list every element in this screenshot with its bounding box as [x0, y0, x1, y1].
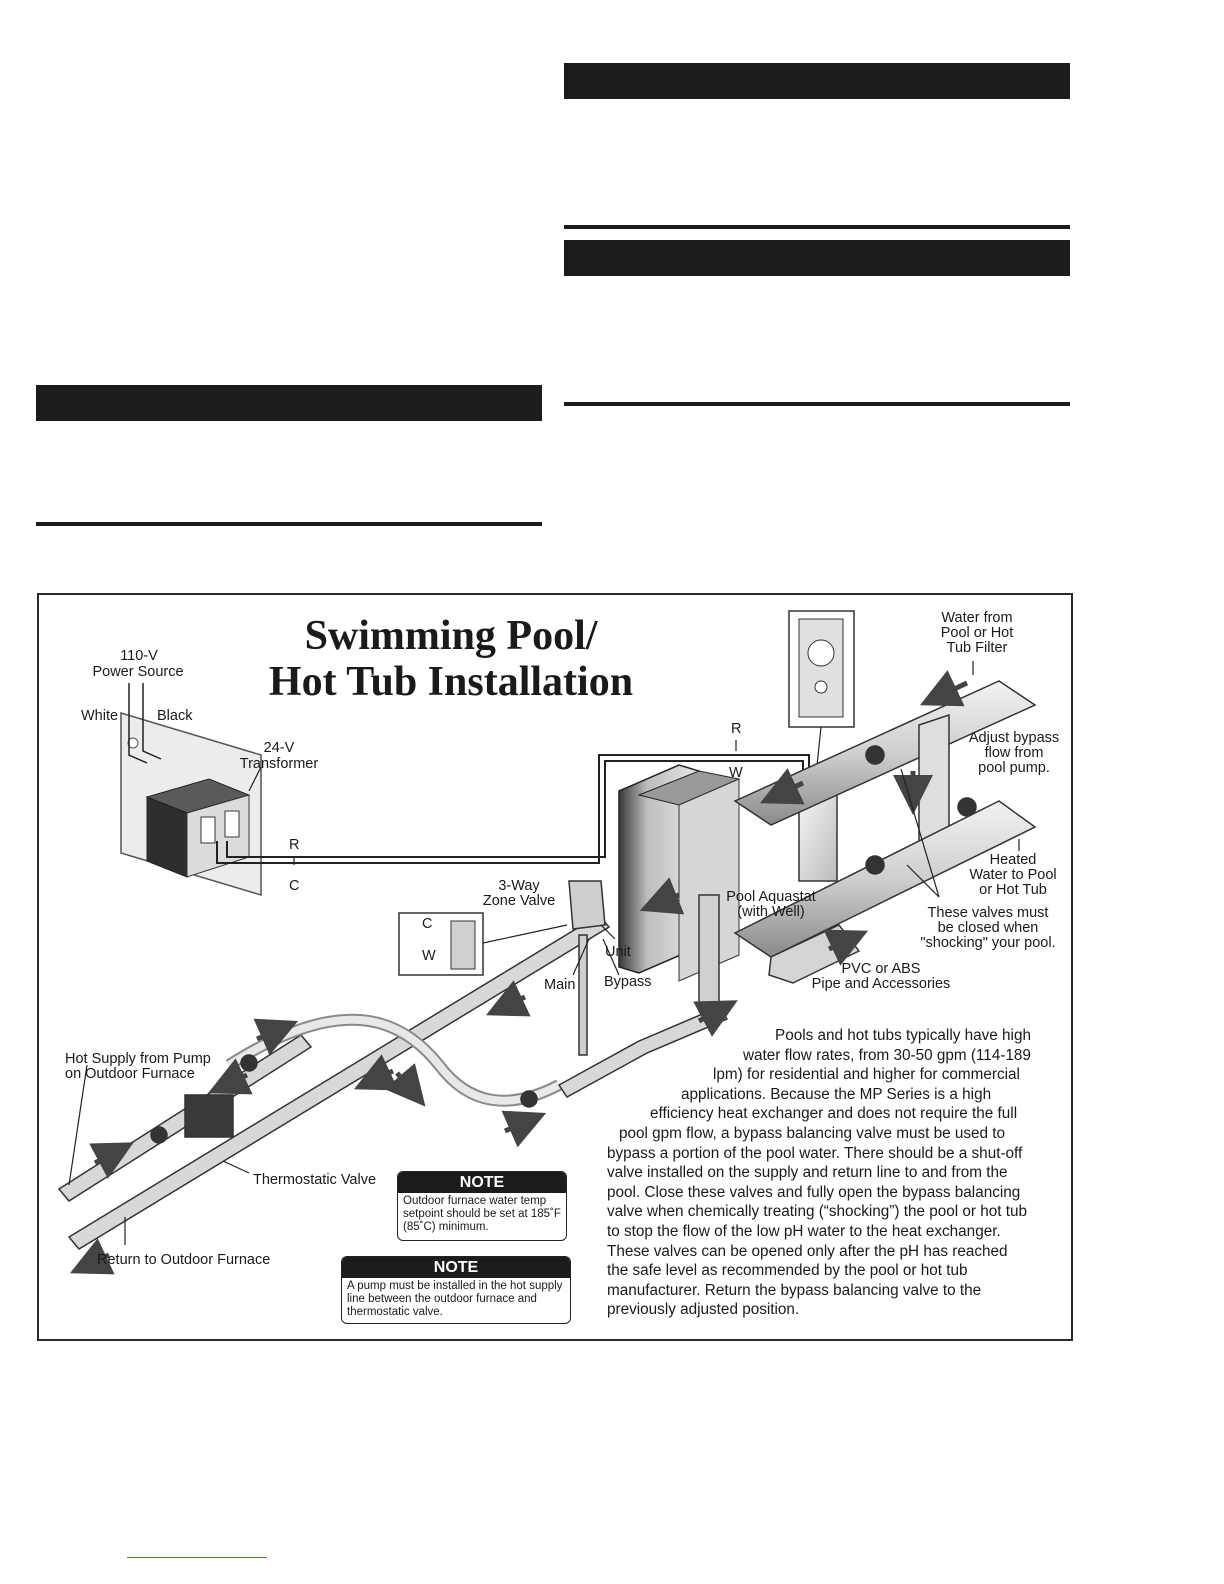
label-return-furnace: Return to Outdoor Furnace: [97, 1252, 271, 1268]
paragraph-line: These valves can be opened only after th…: [607, 1242, 1008, 1260]
aquastat-inset: [788, 610, 855, 796]
label-adjust-3: pool pump.: [978, 760, 1050, 776]
label-c-left: C: [289, 878, 300, 894]
label-hot-supply-1: Hot Supply from Pump: [65, 1051, 211, 1067]
label-hot-supply-2: on Outdoor Furnace: [65, 1066, 195, 1082]
label-valves-closed-2: be closed when: [937, 920, 1039, 936]
label-water-from-1: Water from: [941, 610, 1013, 626]
paragraph-line: Pools and hot tubs typically have high: [775, 1027, 1031, 1044]
label-aquastat-2: (with Well): [737, 904, 805, 920]
label-power-source-2: Power Source: [92, 664, 184, 680]
paragraph-line: manufacturer. Return the bypass balancin…: [607, 1281, 982, 1299]
label-heated-1: Heated: [989, 852, 1037, 868]
paragraph-line: previously adjusted position.: [607, 1301, 800, 1319]
diagram-artwork: [57, 610, 1037, 1275]
leader-lines: [68, 661, 1020, 1245]
paragraph-line: water flow rates, from 30-50 gpm (114-18…: [743, 1046, 1031, 1064]
note-pump-install-text: A pump must be installed in the hot supp…: [347, 1280, 563, 1318]
label-r-left: R: [289, 837, 300, 853]
label-white-wire: White: [81, 708, 119, 724]
label-zone-valve-1: 3-Way: [498, 878, 540, 894]
label-power-source-1: 110-V: [120, 648, 158, 664]
paragraph-line: applications. Because the MP Series is a…: [681, 1085, 992, 1103]
diagram-title-line1: Swimming Pool/: [304, 613, 598, 659]
pool-installation-diagram: Swimming Pool/ Hot Tub Installation 110-…: [37, 593, 1073, 1341]
label-w-top: W: [729, 765, 743, 781]
pool-pipes: [733, 680, 1037, 984]
note-furnace-temp-heading: NOTE: [398, 1172, 566, 1193]
label-aquastat-1: Pool Aquastat: [726, 889, 816, 905]
section-header-bar-right-1: [564, 63, 1070, 99]
paragraph-line: bypass a portion of the pool water. Ther…: [607, 1144, 1023, 1162]
paragraph-line: efficiency heat exchanger and does not r…: [650, 1105, 1018, 1123]
paragraph-line: the safe level as recommended by the poo…: [607, 1262, 968, 1280]
label-r-top: R: [731, 721, 742, 737]
bypass-paragraph: Pools and hot tubs typically have high w…: [607, 1026, 1069, 1320]
label-water-from-2: Pool or Hot: [940, 625, 1014, 641]
note-pump-install: NOTE A pump must be installed in the hot…: [341, 1256, 571, 1324]
paragraph-line: valve installed on the supply and return…: [607, 1164, 1008, 1182]
paragraph-line: pool gpm flow, a bypass balancing valve …: [619, 1124, 1006, 1142]
note-furnace-temp: NOTE Outdoor furnace water temp setpoint…: [397, 1171, 567, 1241]
label-w-box: W: [422, 948, 436, 964]
label-transformer-2: Transformer: [239, 756, 319, 772]
label-main: Main: [544, 977, 576, 993]
note-pump-install-heading: NOTE: [342, 1257, 570, 1278]
label-c-box: C: [422, 916, 433, 932]
label-thermostatic-valve: Thermostatic Valve: [253, 1172, 377, 1188]
label-transformer-1: 24-V: [263, 740, 295, 756]
plate-heat-exchanger: [618, 764, 741, 982]
section-rule-right-1: [564, 225, 1070, 229]
paragraph-line: lpm) for residential and higher for comm…: [713, 1066, 1020, 1084]
label-pvc-2: Pipe and Accessories: [811, 976, 951, 992]
section-header-bar-right-2: [564, 240, 1070, 276]
paragraph-line: pool. Close these valves and fully open …: [607, 1183, 1021, 1201]
label-valves-closed-3: "shocking" your pool.: [920, 935, 1056, 951]
note-furnace-temp-text: Outdoor furnace water temp setpoint shou…: [403, 1195, 561, 1233]
paragraph-line: valve when chemically treating (“shockin…: [607, 1203, 1028, 1221]
section-header-bar-left: [36, 385, 542, 421]
label-black-wire: Black: [157, 708, 193, 724]
label-heated-3: or Hot Tub: [979, 882, 1047, 898]
label-valves-closed-1: These valves must: [927, 905, 1049, 921]
section-rule-right-2: [564, 402, 1070, 406]
label-unit: Unit: [605, 944, 631, 960]
label-heated-2: Water to Pool: [969, 867, 1057, 883]
label-adjust-1: Adjust bypass: [968, 730, 1060, 746]
footer-link-underline[interactable]: [127, 1557, 267, 1558]
label-pvc-1: PVC or ABS: [841, 961, 921, 977]
label-adjust-2: flow from: [984, 745, 1044, 761]
pool-aquastat: [798, 794, 838, 882]
label-water-from-3: Tub Filter: [946, 640, 1008, 656]
section-rule-left: [36, 522, 542, 526]
label-zone-valve-2: Zone Valve: [482, 893, 556, 909]
zone-valve-wiring-inset: [398, 912, 568, 976]
label-bypass: Bypass: [604, 974, 652, 990]
paragraph-line: to stop the flow of the low pH water to …: [607, 1222, 1001, 1240]
diagram-title-line2: Hot Tub Installation: [268, 659, 634, 705]
flow-arrows: [69, 670, 969, 1275]
